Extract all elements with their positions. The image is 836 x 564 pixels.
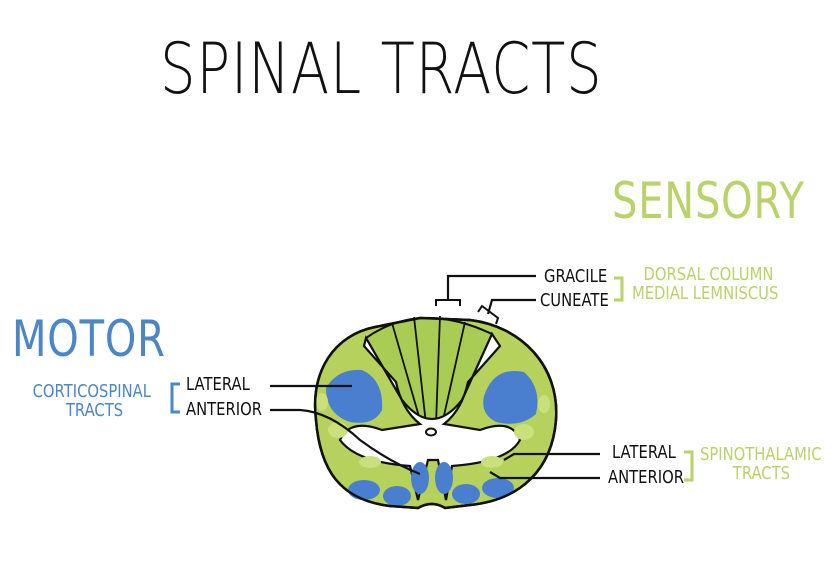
- motor-lateral-label: LATERAL: [186, 374, 250, 395]
- dorsal-column-line2: MEDIAL LEMNISCUS: [632, 282, 779, 304]
- motor-heading: MOTOR: [12, 310, 166, 368]
- st-lateral-label: LATERAL: [612, 442, 676, 463]
- lateral-corticospinal-left: [326, 369, 383, 423]
- sensory-heading: SENSORY: [612, 172, 805, 230]
- anterior-tract-2: [383, 486, 411, 506]
- central-canal: [425, 427, 437, 437]
- page-title: SPINAL TRACTS: [160, 28, 603, 110]
- corticospinal-label: CORTICOSPINAL TRACTS: [28, 381, 151, 421]
- motor-anterior-label: ANTERIOR: [186, 399, 262, 420]
- st-anterior-label: ANTERIOR: [608, 467, 684, 488]
- spinothalamic-label: SPINOTHALAMIC TRACTS: [700, 444, 822, 484]
- dorsal-column-line1: DORSAL COLUMN: [643, 264, 774, 285]
- gracile-label: GRACILE: [544, 266, 608, 287]
- anterior-tract-4: [435, 462, 453, 494]
- corticospinal-line2: TRACTS: [65, 399, 124, 421]
- cuneate-label: CUNEATE: [540, 290, 609, 311]
- dorsal-column-label: DORSAL COLUMN MEDIAL LEMNISCUS: [632, 264, 779, 304]
- corticospinal-line1: CORTICOSPINAL: [32, 381, 151, 402]
- anterior-tract-6: [482, 478, 514, 498]
- anterior-tract-5: [452, 484, 480, 504]
- anterior-tract-3: [411, 462, 429, 494]
- spinothalamic-line1: SPINOTHALAMIC: [700, 444, 822, 465]
- spinothalamic-line2: TRACTS: [732, 462, 791, 484]
- anterior-tract-1: [348, 480, 380, 500]
- lateral-corticospinal-right: [483, 371, 538, 424]
